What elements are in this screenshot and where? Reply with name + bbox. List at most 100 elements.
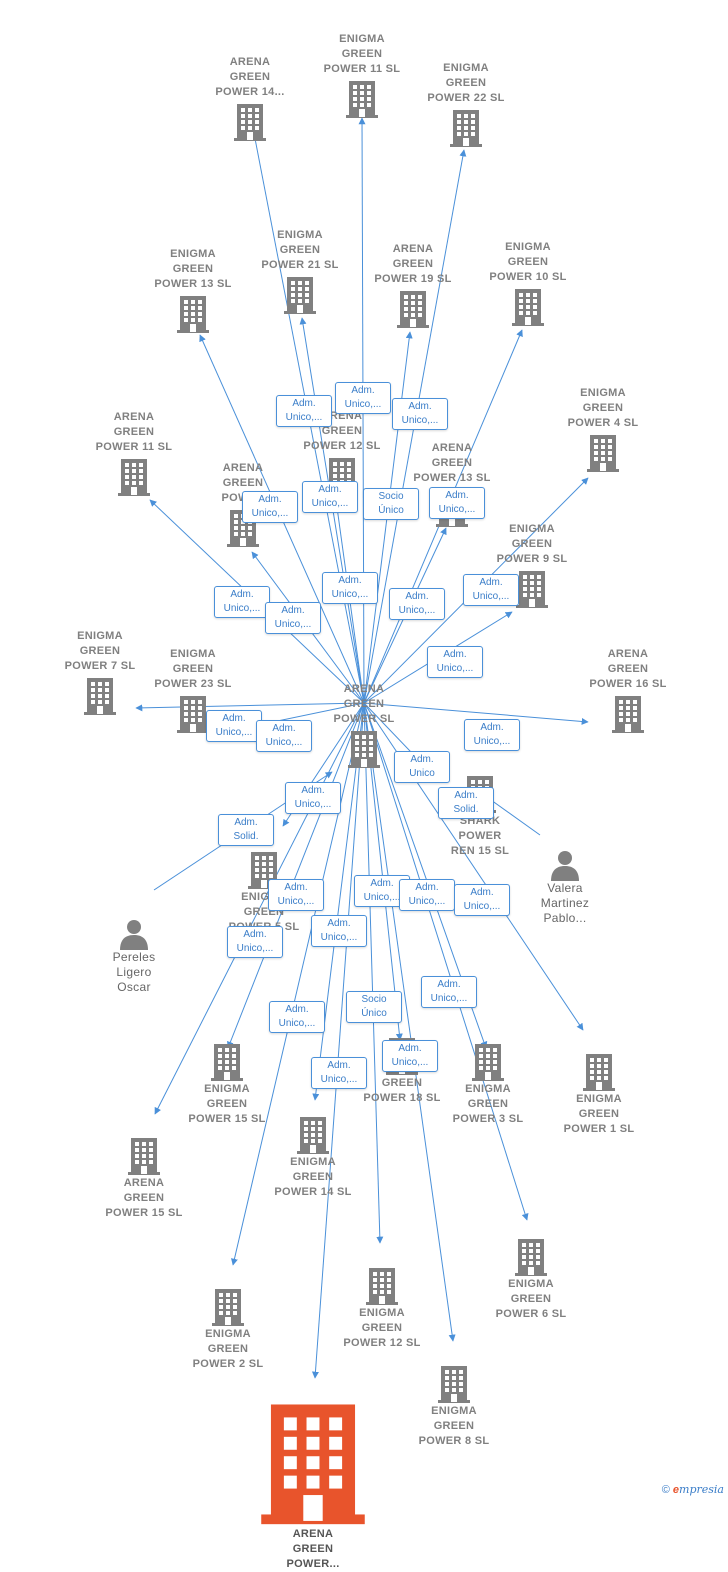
building-icon: [173, 1287, 283, 1327]
edge-label[interactable]: Adm. Unico,...: [302, 481, 358, 513]
edge-label[interactable]: Adm. Unico,...: [242, 491, 298, 523]
building-icon: [476, 1237, 586, 1277]
node-label: ENIGMA GREEN POWER 3 SL: [452, 1083, 524, 1125]
node-label: ENIGMA GREEN POWER 7 SL: [64, 630, 136, 672]
node-arena19[interactable]: ARENA GREEN POWER 19 SL: [358, 242, 468, 329]
edge-label[interactable]: Adm. Unico: [394, 751, 450, 783]
edge-label[interactable]: Adm. Unico,...: [214, 586, 270, 618]
edge-label[interactable]: Adm. Unico,...: [427, 646, 483, 678]
node-enigma4[interactable]: ENIGMA GREEN POWER 4 SL: [548, 386, 658, 473]
building-icon: [433, 1042, 543, 1082]
edge-label[interactable]: Adm. Unico,...: [285, 782, 341, 814]
node-enigma22[interactable]: ENIGMA GREEN POWER 22 SL: [411, 61, 521, 148]
node-label: ARENA GREEN POWER 19 SL: [374, 243, 452, 285]
node-label: ARENA GREEN POWER 13 SL: [413, 442, 491, 484]
edge-label[interactable]: Adm. Solid.: [438, 787, 494, 819]
edge-label[interactable]: Adm. Unico,...: [392, 398, 448, 430]
edge-arena_gp-enigma12: [363, 702, 384, 1244]
node-valera[interactable]: Valera Martinez Pablo...: [510, 847, 620, 926]
edge-label[interactable]: Adm. Unico,...: [322, 572, 378, 604]
node-enigma23[interactable]: ENIGMA GREEN POWER 23 SL: [138, 647, 248, 734]
edge-arena_gp-enigma6: [363, 702, 529, 1221]
node-label: ENIGMA GREEN POWER 8 SL: [418, 1405, 490, 1447]
node-label: Pereles Ligero Oscar: [112, 950, 156, 994]
node-pereles[interactable]: Pereles Ligero Oscar: [79, 916, 189, 995]
edge-arena_gp-enigma14: [312, 702, 365, 1101]
edge-label[interactable]: Adm. Unico,...: [463, 574, 519, 606]
edge-label[interactable]: Adm. Unico,...: [335, 382, 391, 414]
building-icon: [195, 102, 305, 142]
node-enigma13[interactable]: ENIGMA GREEN POWER 13 SL: [138, 247, 248, 334]
node-enigma1[interactable]: ENIGMA GREEN POWER 1 SL: [544, 1050, 654, 1137]
edge-label[interactable]: Adm. Unico,...: [265, 602, 321, 634]
node-label: ARENA GREEN POWER...: [286, 1528, 340, 1571]
node-label: ENIGMA GREEN POWER 1 SL: [563, 1093, 635, 1135]
edge-arena_gp-enigma15: [227, 702, 365, 1049]
edge-label[interactable]: Adm. Unico,...: [464, 719, 520, 751]
building-icon: [79, 457, 189, 497]
node-label: ENIGMA GREEN POWER 14 SL: [274, 1156, 352, 1198]
node-enigma21[interactable]: ENIGMA GREEN POWER 21 SL: [245, 228, 355, 315]
node-label: ENIGMA GREEN POWER 6 SL: [495, 1278, 567, 1320]
building-icon: [358, 289, 468, 329]
brand-logo: © empresia: [662, 1483, 724, 1496]
node-enigma12[interactable]: ENIGMA GREEN POWER 12 SL: [327, 1264, 437, 1351]
building-icon: [411, 108, 521, 148]
node-arena16[interactable]: ARENA GREEN POWER 16 SL: [573, 647, 683, 734]
node-enigma8[interactable]: ENIGMA GREEN POWER 8 SL: [399, 1362, 509, 1449]
edge-label[interactable]: Adm. Unico,...: [276, 395, 332, 427]
node-label: ENIGMA GREEN POWER 11 SL: [323, 33, 401, 75]
edge-label[interactable]: Socio Único: [346, 991, 402, 1023]
node-label: ENIGMA GREEN POWER 2 SL: [192, 1328, 264, 1370]
edge-label[interactable]: Adm. Unico,...: [454, 884, 510, 916]
brand-initial: e: [672, 1484, 680, 1496]
node-label: ARENA GREEN POWER 16 SL: [589, 648, 667, 690]
node-arena14[interactable]: ARENA GREEN POWER 14...: [195, 55, 305, 142]
node-arena_gp[interactable]: ARENA GREEN POWER SL: [309, 682, 419, 769]
node-arena11[interactable]: ARENA GREEN POWER 11 SL: [79, 410, 189, 497]
building-icon: [573, 694, 683, 734]
edge-label[interactable]: Adm. Unico,...: [268, 879, 324, 911]
edge-label[interactable]: Adm. Unico,...: [206, 710, 262, 742]
node-enigma6[interactable]: ENIGMA GREEN POWER 6 SL: [476, 1235, 586, 1322]
node-arena_power[interactable]: ARENA GREEN POWER...: [258, 1396, 368, 1572]
node-enigma14[interactable]: ENIGMA GREEN POWER 14 SL: [258, 1113, 368, 1200]
building-icon: [138, 294, 248, 334]
building-icon: [544, 1052, 654, 1092]
node-label: ENIGMA GREEN POWER 22 SL: [427, 62, 505, 104]
node-enigma10[interactable]: ENIGMA GREEN POWER 10 SL: [473, 240, 583, 327]
copyright-symbol: ©: [661, 1484, 670, 1496]
edge-arena_gp-arena15: [154, 702, 365, 1115]
building-icon: [258, 1115, 368, 1155]
edge-label[interactable]: Adm. Unico,...: [256, 720, 312, 752]
edge-label[interactable]: Adm. Unico,...: [429, 487, 485, 519]
node-arena15[interactable]: ARENA GREEN POWER 15 SL: [89, 1134, 199, 1221]
node-enigma7[interactable]: ENIGMA GREEN POWER 7 SL: [45, 629, 155, 716]
edge-label[interactable]: Adm. Unico,...: [389, 588, 445, 620]
edge-arena_gp-enigma8: [363, 702, 456, 1342]
brand-name: mpresia: [679, 1483, 724, 1496]
edge-label[interactable]: Adm. Solid.: [218, 814, 274, 846]
node-enigma11[interactable]: ENIGMA GREEN POWER 11 SL: [307, 32, 417, 119]
building-icon: [309, 729, 419, 769]
edge-label[interactable]: Adm. Unico,...: [421, 976, 477, 1008]
building-icon: [258, 1398, 368, 1527]
edge-label[interactable]: Adm. Unico,...: [399, 879, 455, 911]
edge-arena_gp-enigma2: [231, 702, 365, 1266]
edge-arena_gp-arena16: [363, 702, 589, 725]
node-enigma15[interactable]: ENIGMA GREEN POWER 15 SL: [172, 1040, 282, 1127]
building-icon: [45, 676, 155, 716]
edge-label[interactable]: Adm. Unico,...: [311, 915, 367, 947]
edge-label[interactable]: Adm. Unico,...: [269, 1001, 325, 1033]
node-enigma3[interactable]: ENIGMA GREEN POWER 3 SL: [433, 1040, 543, 1127]
edge-label[interactable]: Adm. Unico,...: [227, 926, 283, 958]
edge-label[interactable]: Adm. Unico,...: [382, 1040, 438, 1072]
node-label: ENIGMA GREEN POWER 4 SL: [567, 387, 639, 429]
node-label: ARENA GREEN POWER 15 SL: [105, 1177, 183, 1219]
building-icon: [548, 433, 658, 473]
node-enigma9[interactable]: ENIGMA GREEN POWER 9 SL: [477, 522, 587, 609]
node-label: GREEN POWER 18 SL: [363, 1077, 441, 1104]
edge-label[interactable]: Adm. Unico,...: [311, 1057, 367, 1089]
node-enigma2[interactable]: ENIGMA GREEN POWER 2 SL: [173, 1285, 283, 1372]
edge-label[interactable]: Socio Único: [363, 488, 419, 520]
